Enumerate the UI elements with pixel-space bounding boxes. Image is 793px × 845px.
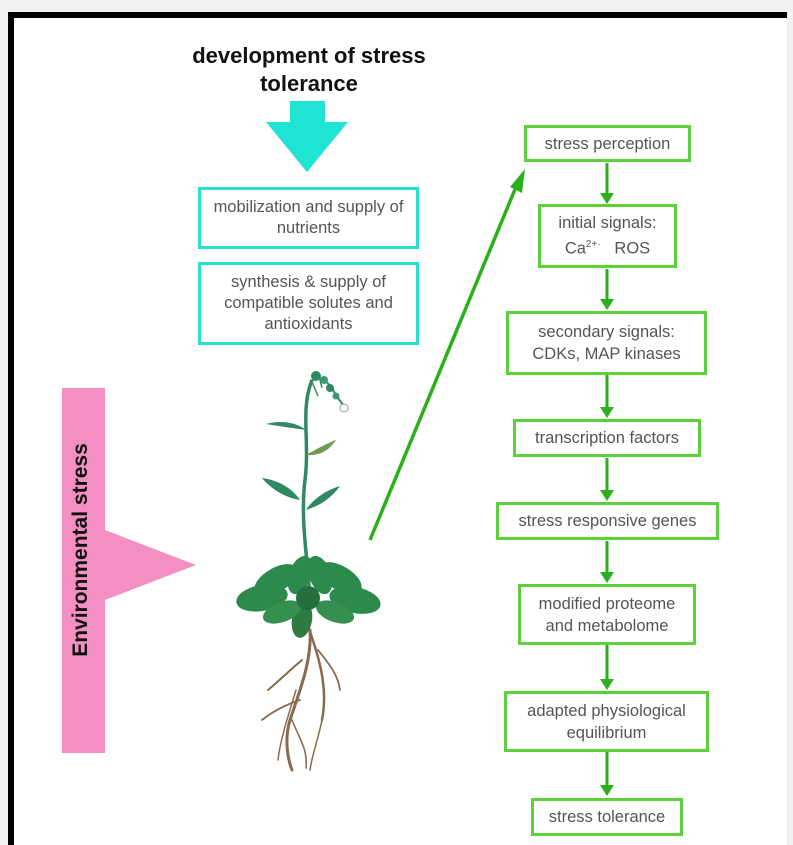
- step-stress-perception: stress perception: [524, 125, 691, 162]
- cyan-down-arrow: [266, 101, 348, 172]
- step-stress-perception-text: stress perception: [544, 134, 671, 153]
- environmental-stress-label: Environmental stress: [69, 443, 92, 657]
- plant-roots: [261, 628, 341, 772]
- perception-arrowhead: [510, 169, 525, 193]
- calcium-ion-label: Ca: [564, 239, 586, 258]
- step-stress-tolerance-text: stress tolerance: [548, 808, 666, 826]
- solutes-box: synthesis & supply of compatible solutes…: [198, 262, 419, 345]
- step-transcription-factors: transcription factors: [513, 419, 701, 457]
- pink-stress-bar: [62, 388, 105, 753]
- step-stress-tolerance: stress tolerance: [531, 798, 683, 836]
- plant-rosette: [236, 555, 381, 638]
- ros-label: ROS: [614, 239, 651, 258]
- step-transcription-factors-text: transcription factors: [535, 429, 679, 447]
- initial-signals-molecules: Ca2+· ROS: [565, 234, 650, 260]
- plant-illustration: [236, 371, 381, 772]
- step-stress-responsive-genes: stress responsive genes: [496, 502, 719, 540]
- step-secondary-signals: secondary signals: CDKs, MAP kinases: [506, 311, 707, 375]
- step-modified-proteome-text: modified proteome and metabolome: [538, 594, 676, 635]
- pathway-arrows: [600, 163, 614, 796]
- step-stress-responsive-genes-text: stress responsive genes: [518, 512, 697, 530]
- perception-arrow-line: [368, 181, 520, 541]
- nutrients-box: mobilization and supply of nutrients: [198, 187, 419, 249]
- nutrients-box-text: mobilization and supply of nutrients: [213, 198, 404, 237]
- step-initial-signals-text: initial signals:: [558, 214, 657, 233]
- step-adapted-equilibrium-text: adapted physiological equilibrium: [527, 701, 686, 742]
- development-title: development of stress tolerance: [192, 43, 426, 96]
- charge-dot: ·: [597, 239, 601, 251]
- step-adapted-equilibrium: adapted physiological equilibrium: [504, 691, 709, 752]
- step-secondary-signals-text: secondary signals: CDKs, MAP kinases: [532, 323, 681, 363]
- step-modified-proteome: modified proteome and metabolome: [518, 584, 696, 645]
- pink-stress-arrowhead: [105, 530, 196, 600]
- step-initial-signals: initial signals: Ca2+· ROS: [538, 204, 677, 268]
- calcium-charge: 2+: [585, 239, 598, 251]
- solutes-box-text: synthesis & supply of compatible solutes…: [224, 273, 393, 333]
